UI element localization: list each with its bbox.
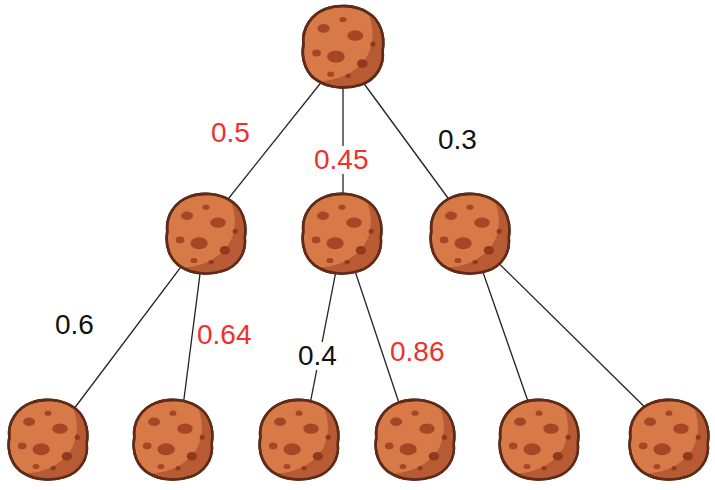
probability-label: 0.64	[195, 321, 254, 349]
probability-label: 0.45	[312, 146, 371, 174]
tree-lines	[58, 55, 668, 430]
probability-label: 0.86	[388, 338, 447, 366]
probability-label: 0.6	[53, 311, 96, 339]
probability-label: 0.3	[436, 126, 479, 154]
asteroids	[9, 6, 709, 479]
probability-label: 0.5	[209, 119, 252, 147]
probability-label: 0.4	[296, 342, 339, 370]
